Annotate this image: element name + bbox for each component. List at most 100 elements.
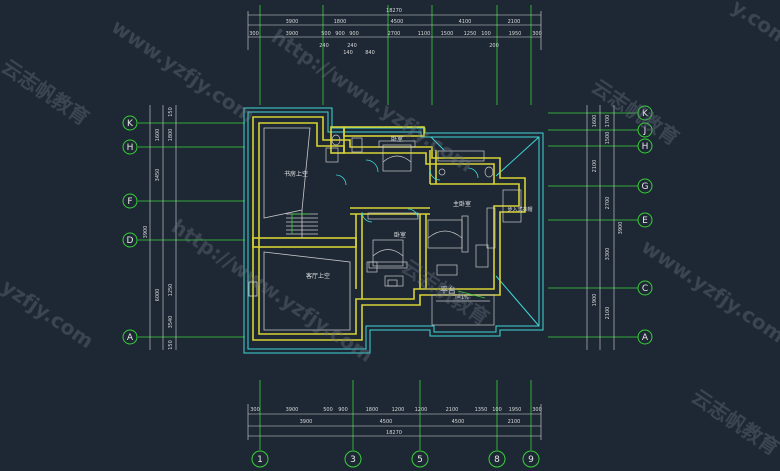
svg-text:2100: 2100	[508, 19, 521, 25]
svg-text:100: 100	[481, 31, 491, 37]
toilet	[484, 166, 494, 178]
furniture	[325, 134, 522, 326]
svg-text:3900: 3900	[143, 226, 149, 239]
svg-text:J: J	[643, 126, 647, 136]
svg-text:140: 140	[343, 50, 353, 56]
svg-text:500: 500	[321, 31, 331, 37]
small-table	[387, 279, 398, 287]
svg-text:3900: 3900	[286, 407, 299, 413]
svg-text:300: 300	[532, 31, 542, 37]
toilet-small	[331, 134, 341, 146]
walls	[252, 116, 526, 341]
axis-bubble-A-left: A	[122, 329, 138, 345]
svg-text:D: D	[127, 236, 134, 246]
axis-bubble-E-right: E	[637, 212, 653, 228]
svg-text:150: 150	[168, 107, 174, 117]
svg-text:9: 9	[528, 455, 534, 465]
room-label-terrace: 平台	[440, 285, 456, 295]
walkin-closet	[502, 189, 522, 223]
svg-text:2700: 2700	[605, 197, 611, 210]
room-label-living-void: 客厅上空	[306, 272, 330, 280]
svg-text:3: 3	[350, 455, 356, 465]
svg-text:1600: 1600	[592, 115, 598, 128]
svg-text:1250: 1250	[168, 284, 174, 297]
bottom-dimension-chains	[247, 404, 542, 440]
svg-text:3900: 3900	[286, 31, 299, 37]
shower	[325, 147, 339, 163]
nightstand	[366, 261, 378, 273]
axis-grid-lines	[138, 5, 638, 450]
svg-text:A: A	[642, 333, 649, 343]
svg-text:3900: 3900	[300, 419, 313, 425]
svg-text:6000: 6000	[155, 289, 161, 302]
svg-text:200: 200	[489, 43, 499, 49]
svg-text:1800: 1800	[334, 19, 347, 25]
slope-arrow	[457, 290, 486, 299]
svg-text:2100: 2100	[605, 307, 611, 320]
axis-bubbles-left: K H F D A	[122, 115, 138, 345]
right-dimension-chains	[586, 105, 615, 350]
room-label-master-bedroom: 主卧室	[453, 200, 471, 208]
right-dims: 1600 1700 1500 2100 2700 3900 3300 1900 …	[592, 115, 624, 320]
left-dims: 1600 1800 3450 3900 6000 1250 3540 150 1…	[143, 107, 174, 350]
sofa	[436, 264, 458, 276]
svg-text:1250: 1250	[464, 31, 477, 37]
svg-text:3540: 3540	[168, 316, 174, 329]
svg-text:1350: 1350	[475, 407, 488, 413]
svg-text:1950: 1950	[509, 407, 522, 413]
svg-text:100: 100	[492, 407, 502, 413]
svg-text:K: K	[642, 109, 649, 119]
svg-text:1600: 1600	[155, 129, 161, 142]
svg-text:3900: 3900	[618, 222, 624, 235]
svg-text:5: 5	[417, 455, 423, 465]
svg-text:240: 240	[347, 43, 357, 49]
svg-text:2100: 2100	[508, 419, 521, 425]
svg-text:1200: 1200	[392, 407, 405, 413]
svg-text:4100: 4100	[459, 19, 472, 25]
wardrobe-master	[486, 207, 496, 249]
svg-text:A: A	[127, 333, 134, 343]
svg-text:300: 300	[250, 407, 260, 413]
svg-text:900: 900	[338, 407, 348, 413]
top-total-dim: 18270	[386, 8, 402, 14]
svg-text:240: 240	[319, 43, 329, 49]
svg-text:840: 840	[365, 50, 375, 56]
svg-text:1: 1	[257, 455, 263, 465]
axis-bubble-K-right: K	[637, 105, 653, 121]
axis-bubble-H-right: H	[637, 138, 653, 154]
closet-rail	[367, 212, 419, 220]
axis-bubble-K-left: K	[122, 115, 138, 131]
axis-bubbles-right: K J H G E C A	[637, 105, 653, 345]
svg-text:4500: 4500	[452, 419, 465, 425]
svg-text:K: K	[127, 119, 134, 129]
room-label-walkin: 步入式衣帽	[507, 206, 532, 213]
bottom-dim-row2: 3900 4500 4500 2100	[300, 419, 521, 425]
svg-text:300: 300	[532, 407, 542, 413]
axis-bubble-G-right: G	[637, 178, 653, 194]
axis-bubble-D-left: D	[122, 232, 138, 248]
svg-text:C: C	[642, 284, 648, 294]
svg-text:500: 500	[323, 407, 333, 413]
axis-bubble-5: 5	[411, 450, 429, 468]
axis-bubble-A-right: A	[637, 329, 653, 345]
door-swings	[335, 159, 479, 223]
svg-text:4500: 4500	[380, 419, 393, 425]
top-dim-row1: 3900 1800 4500 4100 2100	[286, 19, 521, 25]
svg-text:8: 8	[494, 455, 500, 465]
axis-bubble-8: 8	[488, 450, 506, 468]
bed-bedroom-1	[378, 140, 416, 172]
svg-text:1950: 1950	[509, 31, 522, 37]
left-dimension-chains	[149, 105, 177, 350]
room-label-void-stair: 书房上空	[284, 170, 308, 178]
roof-outline	[243, 107, 544, 354]
svg-text:900: 900	[349, 31, 359, 37]
bed-master	[427, 215, 469, 253]
axis-bubble-9: 9	[522, 450, 540, 468]
svg-text:H: H	[127, 143, 134, 153]
svg-text:2100: 2100	[446, 407, 459, 413]
svg-text:2100: 2100	[592, 160, 598, 173]
top-dimension-chains	[247, 11, 542, 50]
svg-text:1700: 1700	[605, 115, 611, 128]
